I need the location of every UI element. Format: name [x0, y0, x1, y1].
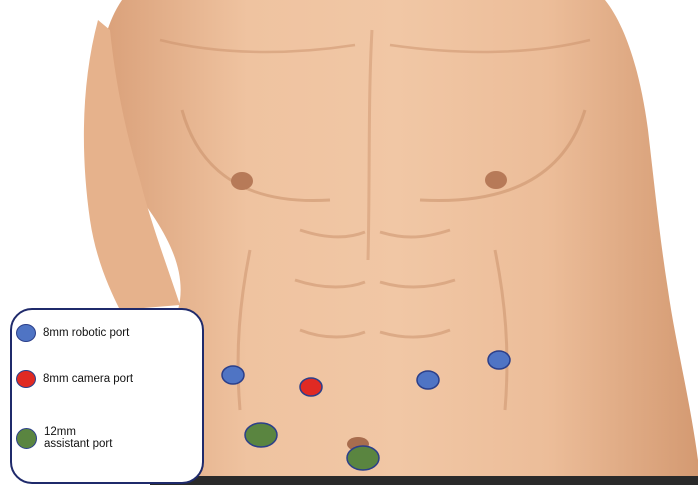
legend-item-camera: 8mm camera port	[16, 370, 133, 388]
assistant-port-swatch	[16, 428, 37, 449]
legend-item-assistant: 12mm assistant port	[16, 426, 112, 450]
legend-label-assistant-line1: 12mm	[44, 426, 112, 438]
camera-port-marker	[300, 378, 322, 396]
camera-port-swatch	[16, 370, 36, 388]
assistant-port-marker	[245, 423, 277, 447]
robotic-port-marker	[222, 366, 244, 384]
robotic-port-marker	[488, 351, 510, 369]
robotic-port-marker	[417, 371, 439, 389]
robotic-port-swatch	[16, 324, 36, 342]
right-nipple	[485, 171, 507, 189]
legend-item-robotic: 8mm robotic port	[16, 324, 129, 342]
legend-label-assistant: 12mm assistant port	[44, 426, 112, 450]
port-legend: 8mm robotic port 8mm camera port 12mm as…	[10, 308, 204, 484]
bottom-bar	[150, 476, 698, 485]
left-nipple	[231, 172, 253, 190]
assistant-port-marker	[347, 446, 379, 470]
legend-label-assistant-line2: assistant port	[44, 438, 112, 450]
legend-label-camera: 8mm camera port	[43, 373, 133, 385]
legend-label-robotic: 8mm robotic port	[43, 327, 129, 339]
